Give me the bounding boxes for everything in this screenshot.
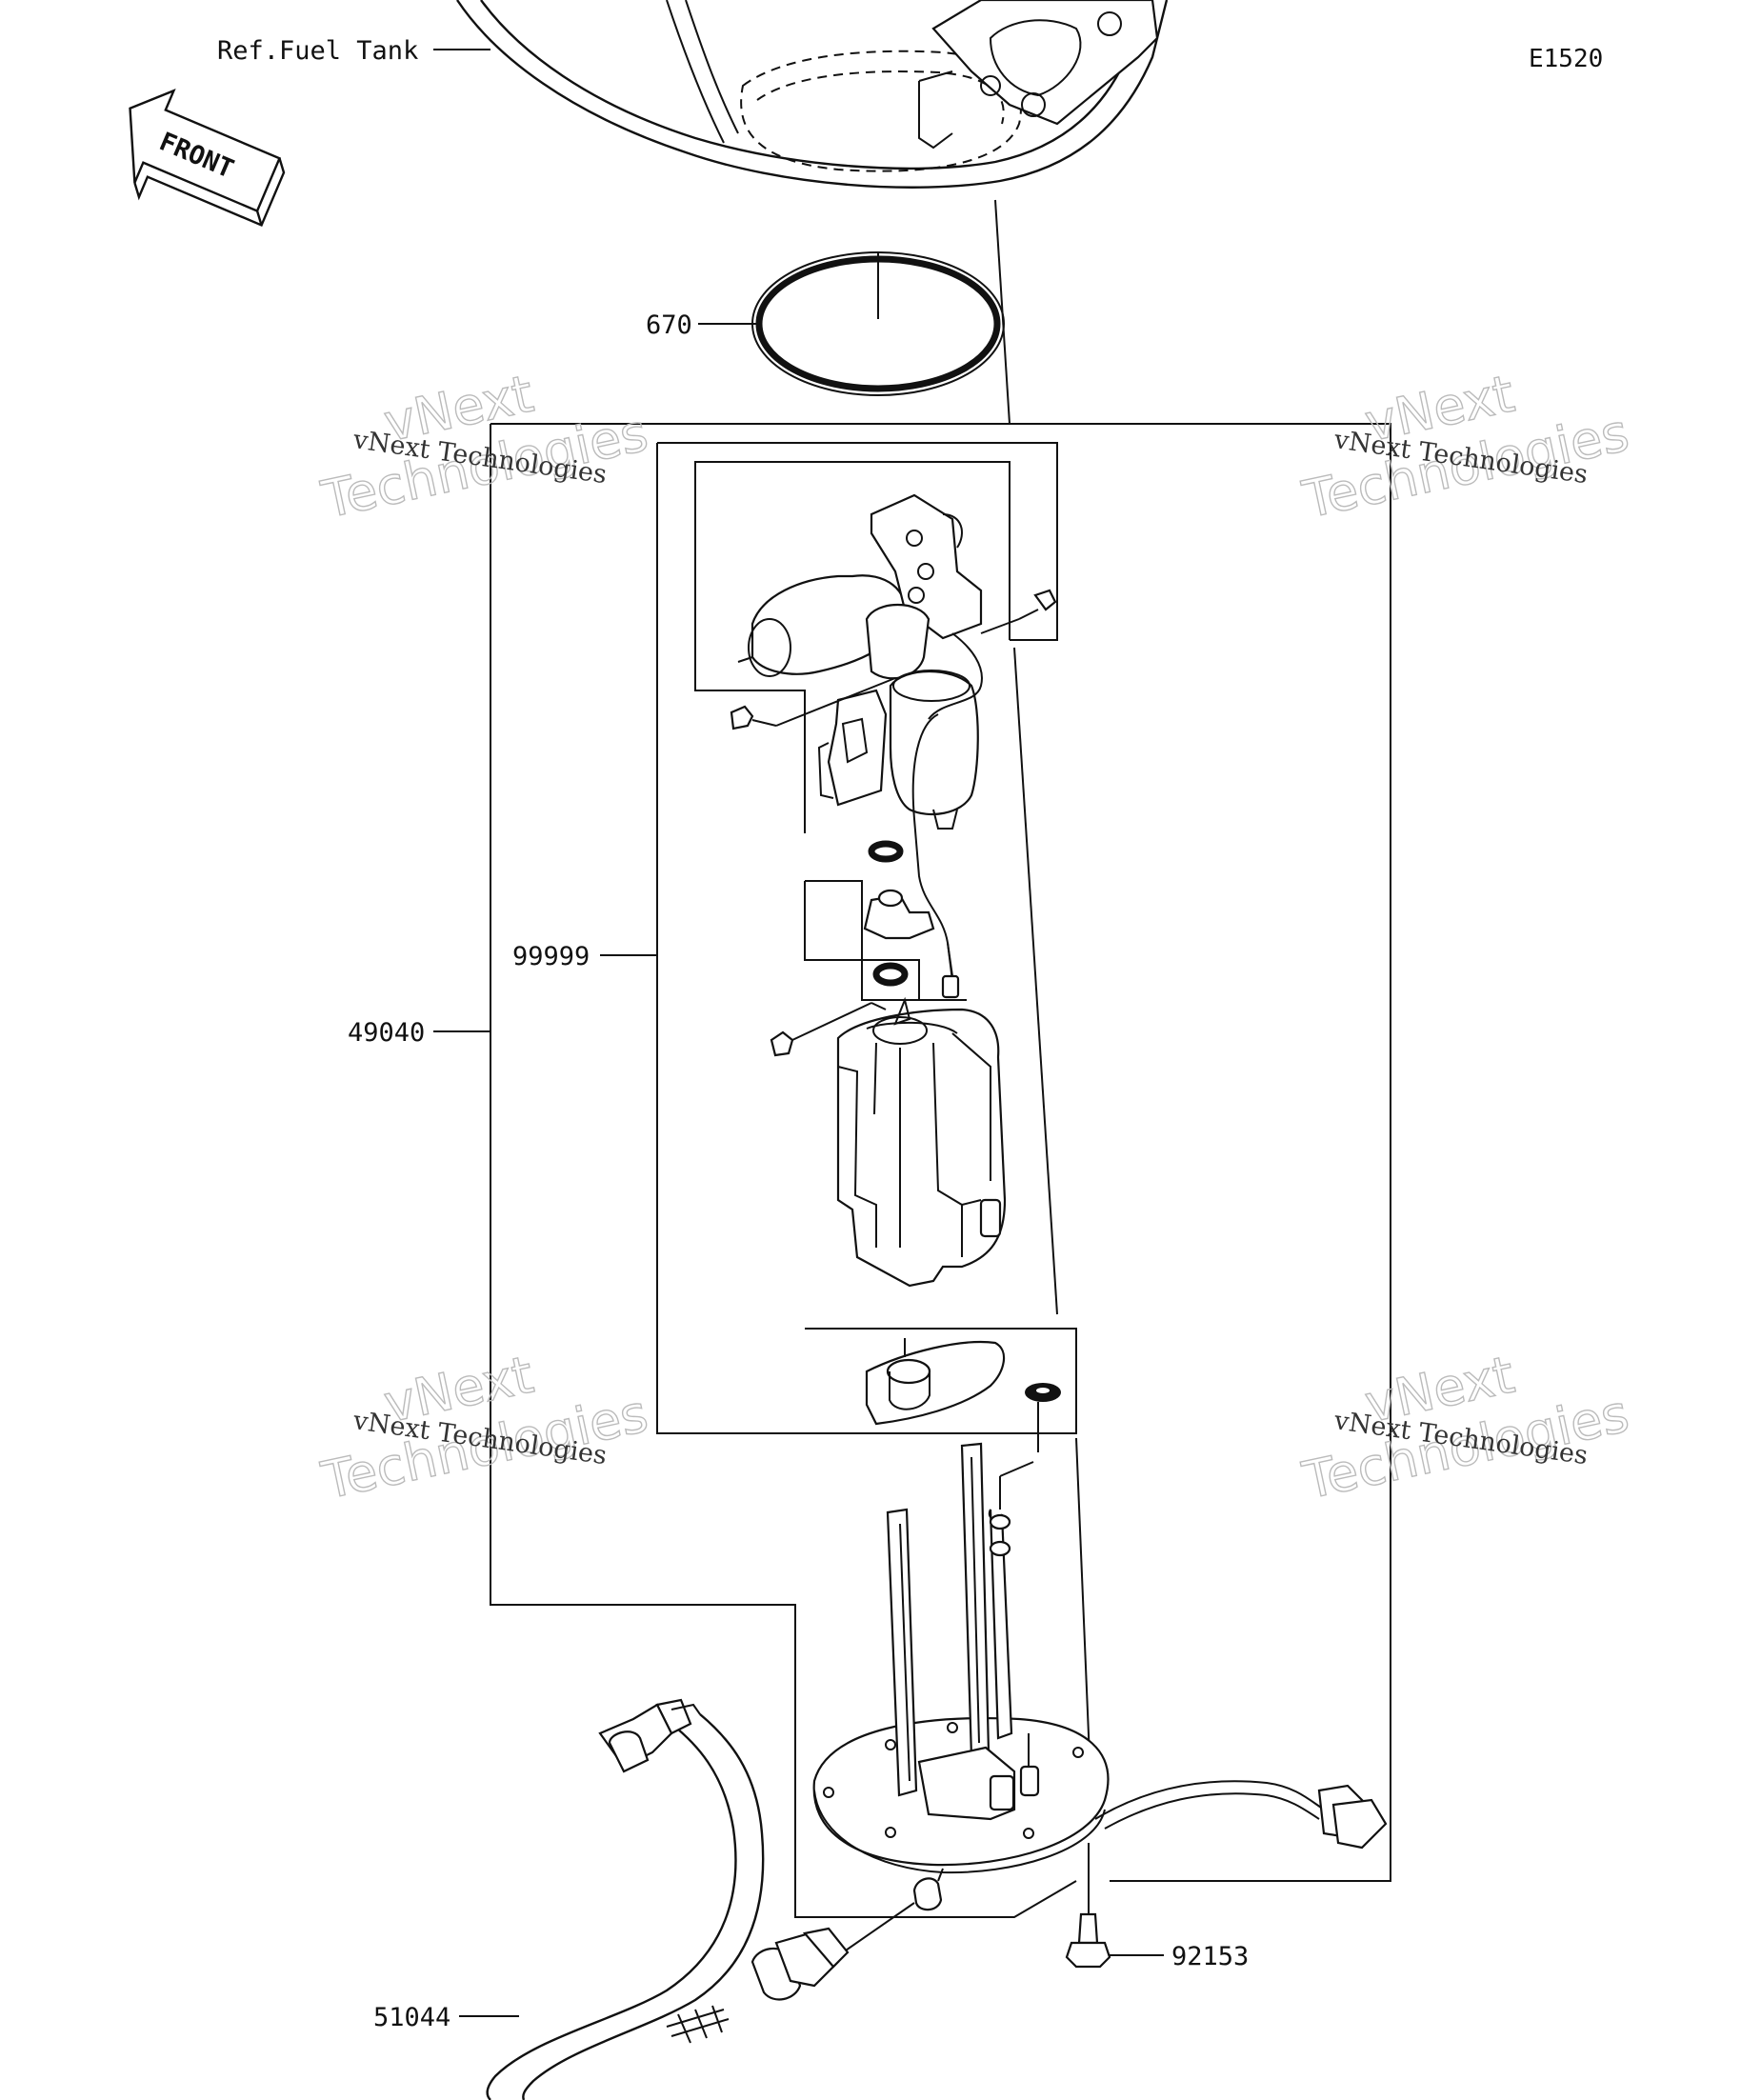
fuel-pump-module	[730, 493, 1091, 1782]
ref-fuel-tank-label: Ref.Fuel Tank	[217, 36, 418, 66]
flange-bolt	[1065, 1843, 1111, 1969]
part-number-92153: 92153	[1171, 1942, 1249, 1971]
diagram-code: E1520	[1529, 45, 1603, 73]
pump-wire-connector	[1094, 1780, 1388, 1850]
fuel-hose	[486, 1698, 850, 2100]
part-number-99999: 99999	[512, 942, 590, 971]
front-direction-arrow: FRONT	[129, 89, 286, 228]
part-number-49040: 49040	[348, 1018, 425, 1048]
part-number-51044: 51044	[373, 2003, 450, 2032]
fuel-tank-outline	[456, 0, 1169, 189]
frame-49040	[490, 423, 1391, 1918]
pump-flange-plate	[812, 1442, 1110, 1953]
part-number-670: 670	[646, 310, 692, 340]
